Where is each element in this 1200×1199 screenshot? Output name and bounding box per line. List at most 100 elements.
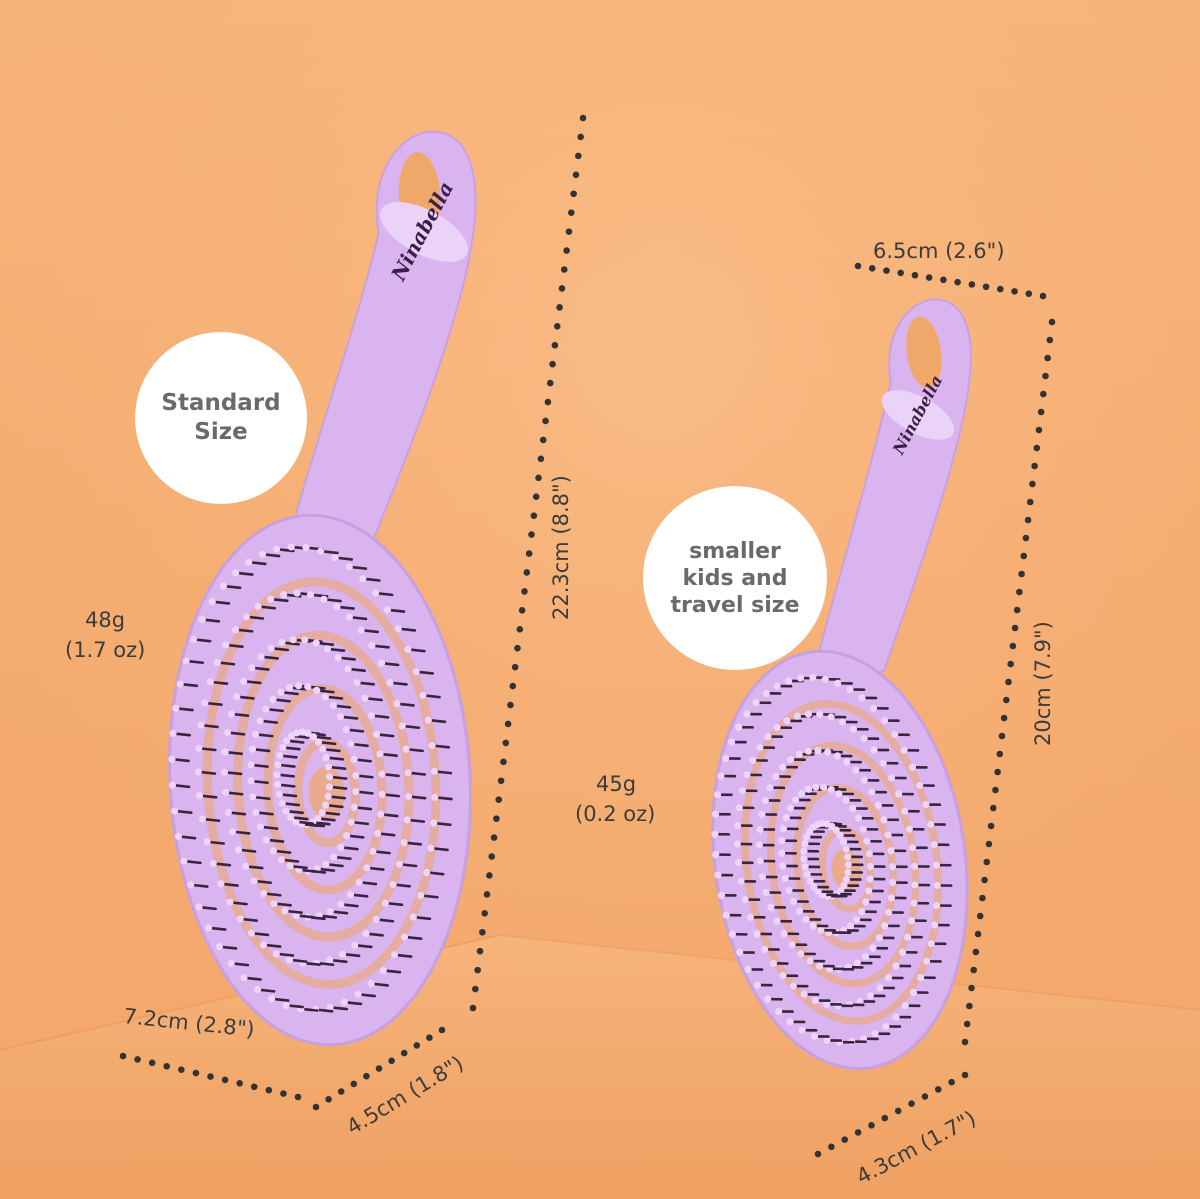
measure-dot (1046, 336, 1054, 344)
bristle-tip (842, 845, 850, 853)
bristle-tip (714, 871, 722, 879)
bristle-tip (717, 891, 726, 899)
bristle-tip (275, 790, 283, 798)
measure-dot (934, 1086, 942, 1093)
bristle-tip (254, 602, 262, 611)
bristle-tip (322, 753, 330, 762)
bristle-tip (753, 930, 761, 938)
measure-dot (558, 285, 566, 292)
bristle-tip (796, 674, 805, 682)
measure-dot (948, 1078, 955, 1086)
bristle-tip (247, 761, 255, 769)
measure-dot (1011, 624, 1019, 632)
bristle-tip (187, 881, 195, 889)
bristle-tip (333, 603, 341, 611)
measure-dot (1042, 372, 1049, 380)
bristle-tip (168, 755, 176, 763)
bristle-tip (276, 751, 284, 760)
bristle-tip (274, 761, 282, 769)
bristle-tip (888, 863, 897, 871)
bristle-tip (252, 730, 260, 738)
small-size-badge: smaller kids and travel size (643, 486, 827, 670)
measure-dot (963, 1020, 971, 1028)
measure-dot (495, 796, 503, 804)
measure-dot (514, 644, 521, 652)
small-size-text: smaller kids and travel size (670, 538, 800, 618)
bristle-tip (827, 713, 835, 721)
bristle-tip (273, 545, 281, 553)
measure-dot (868, 265, 876, 272)
bristle-tip (343, 831, 351, 840)
bristle-tip (874, 801, 882, 809)
bristle-tip (892, 1013, 900, 1021)
brush-handle (807, 298, 972, 690)
bristle-tip (289, 636, 297, 644)
bristle-tip (242, 613, 250, 621)
bristle-tip (833, 752, 841, 760)
bristle-tip (248, 664, 256, 672)
bristle-tip (342, 725, 350, 734)
bristle-tip (772, 772, 780, 781)
measure-dot (961, 1071, 969, 1079)
measure-dot (987, 822, 995, 830)
measure-dot (897, 269, 904, 277)
bristle-tip (849, 804, 857, 813)
bristle-tip (309, 733, 318, 741)
measure-dot (954, 278, 961, 286)
bristle-tip (783, 717, 791, 725)
bristle-tip (792, 796, 800, 804)
measure-dot (883, 267, 890, 274)
bristle-tip (891, 731, 899, 739)
measure-dot (549, 360, 556, 368)
bristle-tip (258, 550, 267, 558)
bristle-tip (852, 766, 860, 774)
bristle-tip (171, 807, 179, 815)
bristle-tip (762, 689, 770, 697)
bristle-tip (287, 543, 295, 551)
bristle-tip (329, 701, 337, 710)
bristle-tip (764, 732, 772, 741)
bristle-tip (287, 732, 296, 740)
measure-dot (493, 815, 500, 822)
bristle-tip (252, 808, 260, 817)
bristle-tip (278, 638, 286, 647)
measure-dot (1044, 354, 1051, 362)
bristle-tip (350, 755, 358, 764)
bristle-tip (917, 974, 925, 982)
bristle-tip (314, 814, 322, 823)
bristle-tip (393, 700, 401, 708)
bristle-tip (713, 791, 722, 799)
bristle-tip (169, 729, 177, 738)
bristle-tip (898, 948, 907, 956)
bristle-tip (337, 900, 345, 908)
bristle-tip (250, 877, 258, 885)
measure-dot (504, 720, 512, 728)
measure-dot (294, 1093, 302, 1101)
bristle-tip (737, 877, 745, 885)
logo-plate (380, 202, 468, 262)
bristle-tip (862, 898, 870, 906)
bristle-tip (257, 653, 265, 661)
measure-dot (483, 891, 491, 898)
bristle-tip (793, 712, 802, 720)
bristle-tip (373, 829, 382, 837)
bristle-tip (222, 641, 230, 649)
bristle-tip (752, 699, 760, 707)
bristle-tip (412, 668, 420, 676)
bristle-tip (419, 691, 427, 699)
bristle-tip (755, 841, 764, 849)
bristle-tip (203, 838, 211, 846)
measure-dot (940, 276, 947, 284)
bristle-tip (880, 816, 888, 824)
small-height-label: 20cm (7.9") (1031, 621, 1055, 746)
bristle-tip (797, 950, 805, 958)
measure-dot (992, 786, 999, 794)
bristle-tip (233, 693, 241, 701)
bristle-tip (844, 868, 852, 876)
bristle-tip (933, 901, 941, 910)
bristle-tip (823, 1000, 831, 1008)
measure-dot (438, 1026, 446, 1034)
measure-dot (921, 1093, 929, 1100)
bristle-tip (711, 810, 720, 818)
bristle-tip (352, 771, 360, 780)
